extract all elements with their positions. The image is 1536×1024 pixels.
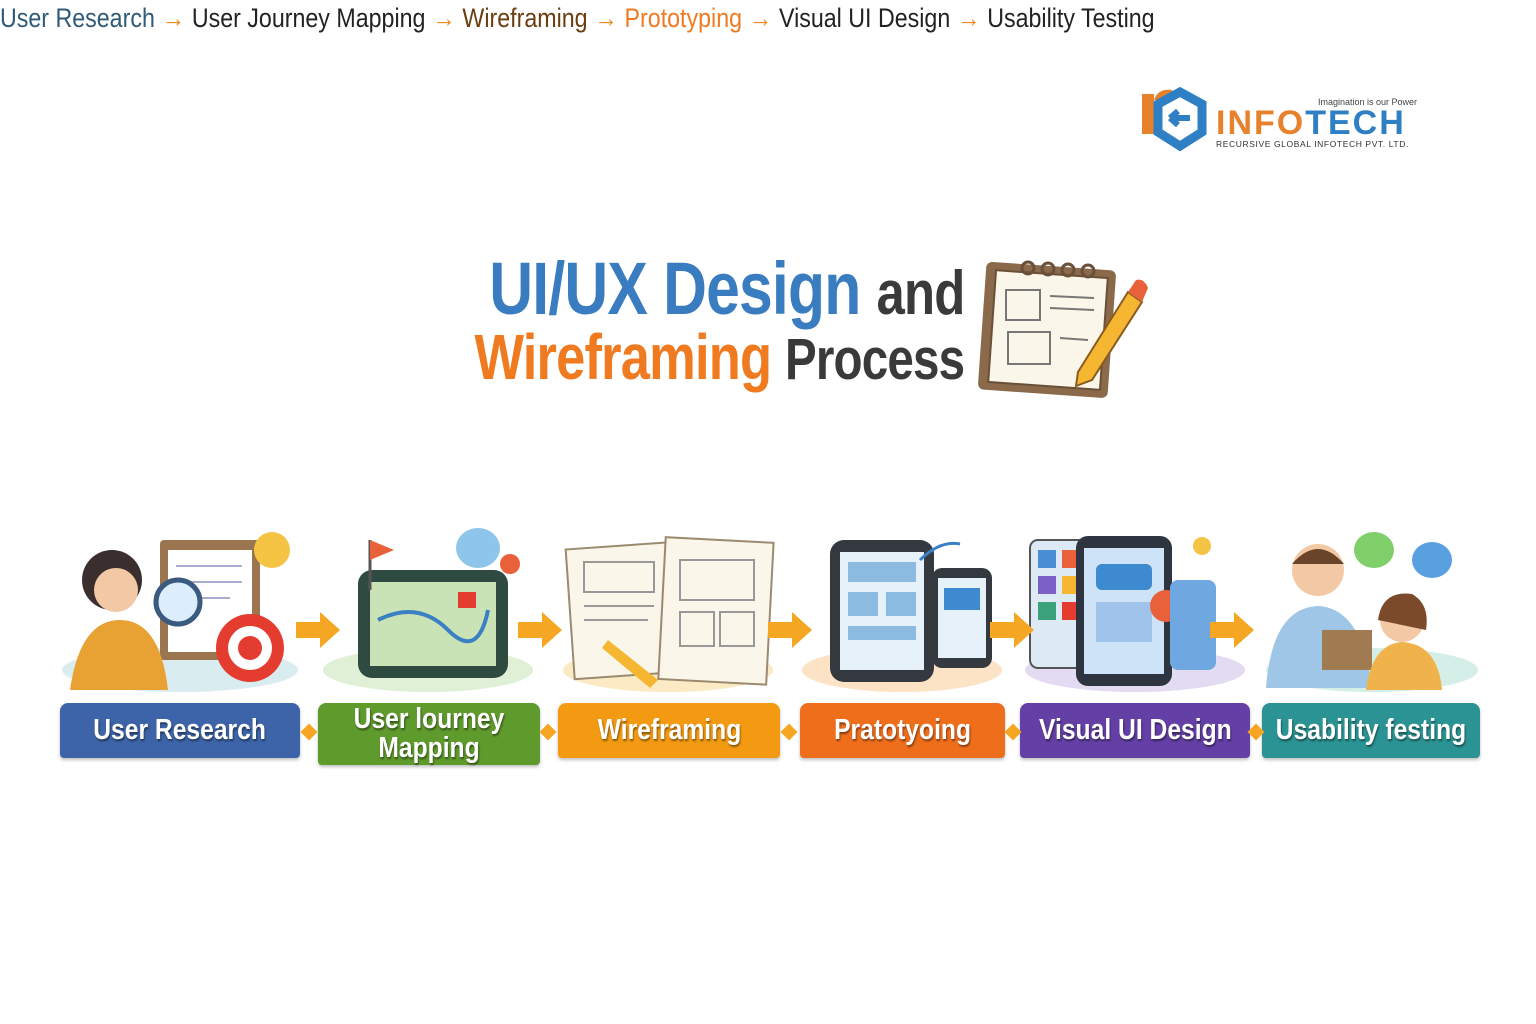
phones-prototype-illustration bbox=[802, 540, 1002, 692]
flow-step-usability-testing: Usability Testing bbox=[987, 2, 1155, 33]
wireframe-sketch-illustration bbox=[563, 536, 775, 692]
connector-diamond-icon bbox=[300, 723, 318, 741]
arrow-right-icon: → bbox=[957, 2, 981, 33]
page-title-line1: UI/UX Design and bbox=[488, 247, 965, 330]
stage-banner: User Research bbox=[60, 703, 300, 783]
connector-diamond-icon bbox=[539, 723, 557, 741]
stage-label: User Research bbox=[93, 714, 267, 746]
company-logo: Imagination is our Power INFOTECH RECURS… bbox=[1140, 86, 1435, 154]
arrow-right-icon bbox=[768, 612, 812, 648]
visual-design-illustration bbox=[1025, 536, 1245, 692]
stage-banner: Visual UI Design bbox=[1020, 703, 1250, 783]
arrow-right-icon: → bbox=[594, 2, 618, 33]
logo-company: RECURSIVE GLOBAL INFOTECH PVT. LTD. bbox=[1216, 139, 1409, 149]
connector-diamond-icon bbox=[780, 723, 798, 741]
rg-logo-icon bbox=[1142, 86, 1207, 152]
user-testing-illustration bbox=[1266, 532, 1478, 692]
logo-tagline: Imagination is our Power bbox=[1318, 97, 1418, 107]
flow-step-visual-ui-design: Visual UI Design bbox=[779, 2, 951, 33]
flow-step-wireframing: Wireframing bbox=[462, 2, 588, 33]
connector-diamond-icon bbox=[1004, 723, 1022, 741]
process-flow: User Research → User Journey Mapping → W… bbox=[0, 0, 1155, 36]
stage-label: Pratotyoing bbox=[834, 714, 971, 746]
clipboard-pencil-icon bbox=[978, 260, 1148, 398]
stage-label: Wireframing bbox=[597, 714, 741, 746]
flow-step-user-research: User Research bbox=[0, 2, 155, 33]
stage-label: Usability festing bbox=[1275, 714, 1467, 746]
arrow-right-icon bbox=[296, 612, 340, 648]
stage-label: Visual UI Design bbox=[1038, 714, 1232, 746]
stage-label: User lourney Mapping bbox=[353, 703, 505, 764]
stage-banner: Pratotyoing bbox=[800, 703, 1005, 783]
flow-step-user-journey-mapping: User Journey Mapping bbox=[191, 2, 426, 33]
stage-banner: Wireframing bbox=[558, 703, 780, 783]
logo-name: INFOTECH bbox=[1216, 104, 1406, 142]
arrow-right-icon bbox=[990, 612, 1034, 648]
flow-step-prototyping: Prototyping bbox=[624, 2, 743, 33]
stage-banner: Usability festing bbox=[1262, 703, 1480, 783]
stage-banner: User lourney Mapping bbox=[318, 703, 540, 783]
arrow-right-icon: → bbox=[432, 2, 456, 33]
arrow-right-icon: → bbox=[161, 2, 185, 33]
researcher-illustration bbox=[62, 532, 298, 692]
arrow-right-icon bbox=[1210, 612, 1254, 648]
arrow-right-icon bbox=[518, 612, 562, 648]
page-title-line2: Wireframing Process bbox=[474, 321, 965, 393]
tablet-map-illustration bbox=[323, 528, 533, 692]
arrow-right-icon: → bbox=[748, 2, 773, 33]
